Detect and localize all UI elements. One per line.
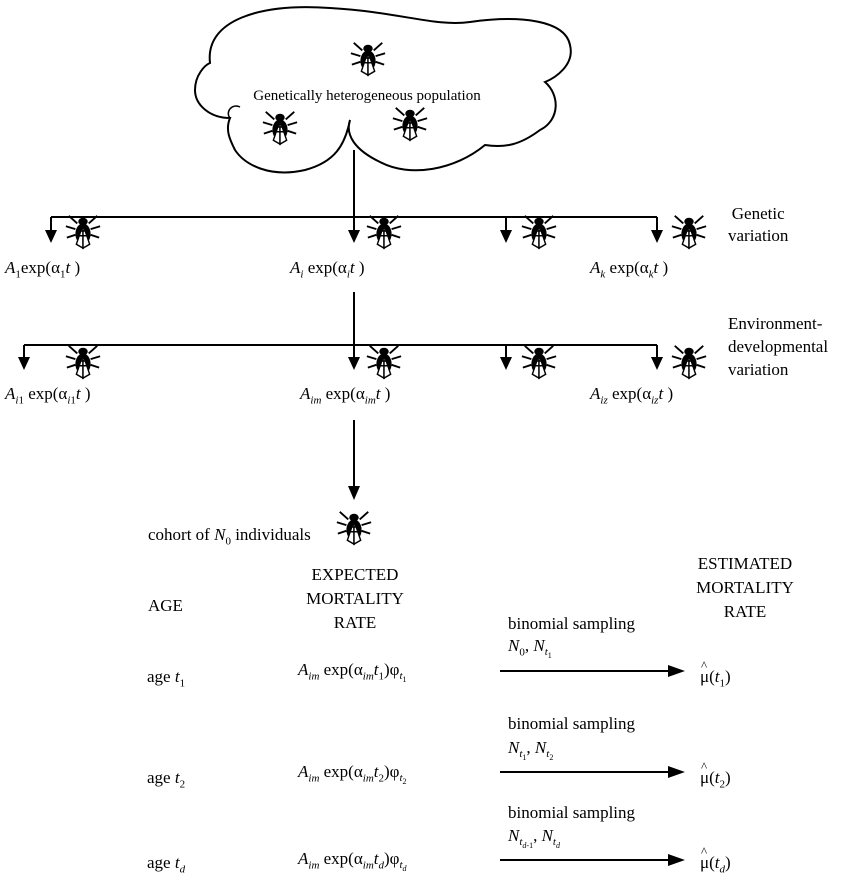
- formula-env-i1: Ai1 exp(αi1t ): [5, 384, 91, 407]
- cohort-label: cohort of N0 individuals: [148, 525, 311, 548]
- fly-icon: [520, 344, 558, 380]
- sampling-params-3: Ntd-1, Ntd: [508, 826, 560, 851]
- estimated-rate-t2: μ(t2): [700, 757, 731, 790]
- estimated-rate-td: μ(td): [700, 842, 731, 875]
- sampling-label-2: binomial sampling: [508, 714, 636, 733]
- fly-icon: [365, 214, 403, 250]
- mu-hat-2: μ: [700, 757, 709, 788]
- fly-icon: [64, 214, 102, 250]
- age-header: AGE: [148, 596, 183, 615]
- cohort-suffix: individuals: [235, 525, 311, 544]
- expected-mortality-header: EXPECTED MORTALITY RATE: [306, 565, 404, 632]
- genetic-variation-label: Genetic variation: [728, 204, 789, 245]
- age-prefix: age: [147, 667, 171, 686]
- age-td-label: age td: [147, 853, 186, 876]
- age-t2-label: age t2: [147, 768, 186, 791]
- fly-icon: [391, 106, 429, 142]
- mu-hat-3: μ: [700, 842, 709, 873]
- estimated-rate-t1: μ(t1): [700, 656, 731, 689]
- cohort-symbol: N: [214, 525, 226, 544]
- environmental-variation-label: Environment- developmental variation: [728, 314, 829, 379]
- formula-env-im: Aim exp(αimt ): [300, 384, 391, 407]
- fly-icon: [670, 344, 708, 380]
- expected-rate-t1: Aim exp(αimt1)φt1: [298, 660, 407, 685]
- expected-rate-t2: Aim exp(αimt2)φt2: [298, 762, 407, 787]
- mu-hat-1: μ: [700, 656, 709, 687]
- sampling-params-2: Nt1, Nt2: [508, 738, 554, 763]
- fly-icon: [64, 344, 102, 380]
- fly-icon: [520, 214, 558, 250]
- age-t1-label: age t1: [147, 667, 186, 690]
- cohort-subscript: 0: [225, 535, 231, 548]
- fly-icon: [261, 110, 299, 146]
- formula-genotype-k: Ak exp(αkt ): [590, 258, 669, 281]
- fly-icon: [335, 510, 373, 546]
- fly-icon: [349, 41, 387, 77]
- formula-genotype-1: A1exp(α1t ): [5, 258, 81, 281]
- sampling-params-1: N0, Nt1: [508, 636, 552, 661]
- population-cloud: [193, 6, 572, 174]
- population-label: Genetically heterogeneous population: [253, 88, 481, 104]
- estimated-mortality-header: ESTIMATED MORTALITY RATE: [696, 554, 794, 621]
- fly-icon: [365, 344, 403, 380]
- sampling-label-1: binomial sampling: [508, 614, 636, 633]
- fly-icon: [670, 214, 708, 250]
- age-prefix: age: [147, 853, 171, 872]
- formula-genotype-i: Ai exp(αit ): [290, 258, 365, 281]
- formula-env-iz: Aiz exp(αizt ): [590, 384, 674, 407]
- sampling-label-3: binomial sampling: [508, 803, 636, 822]
- age-prefix: age: [147, 768, 171, 787]
- cohort-prefix: cohort of: [148, 525, 210, 544]
- expected-rate-td: Aim exp(αimtd)φtd: [298, 849, 407, 874]
